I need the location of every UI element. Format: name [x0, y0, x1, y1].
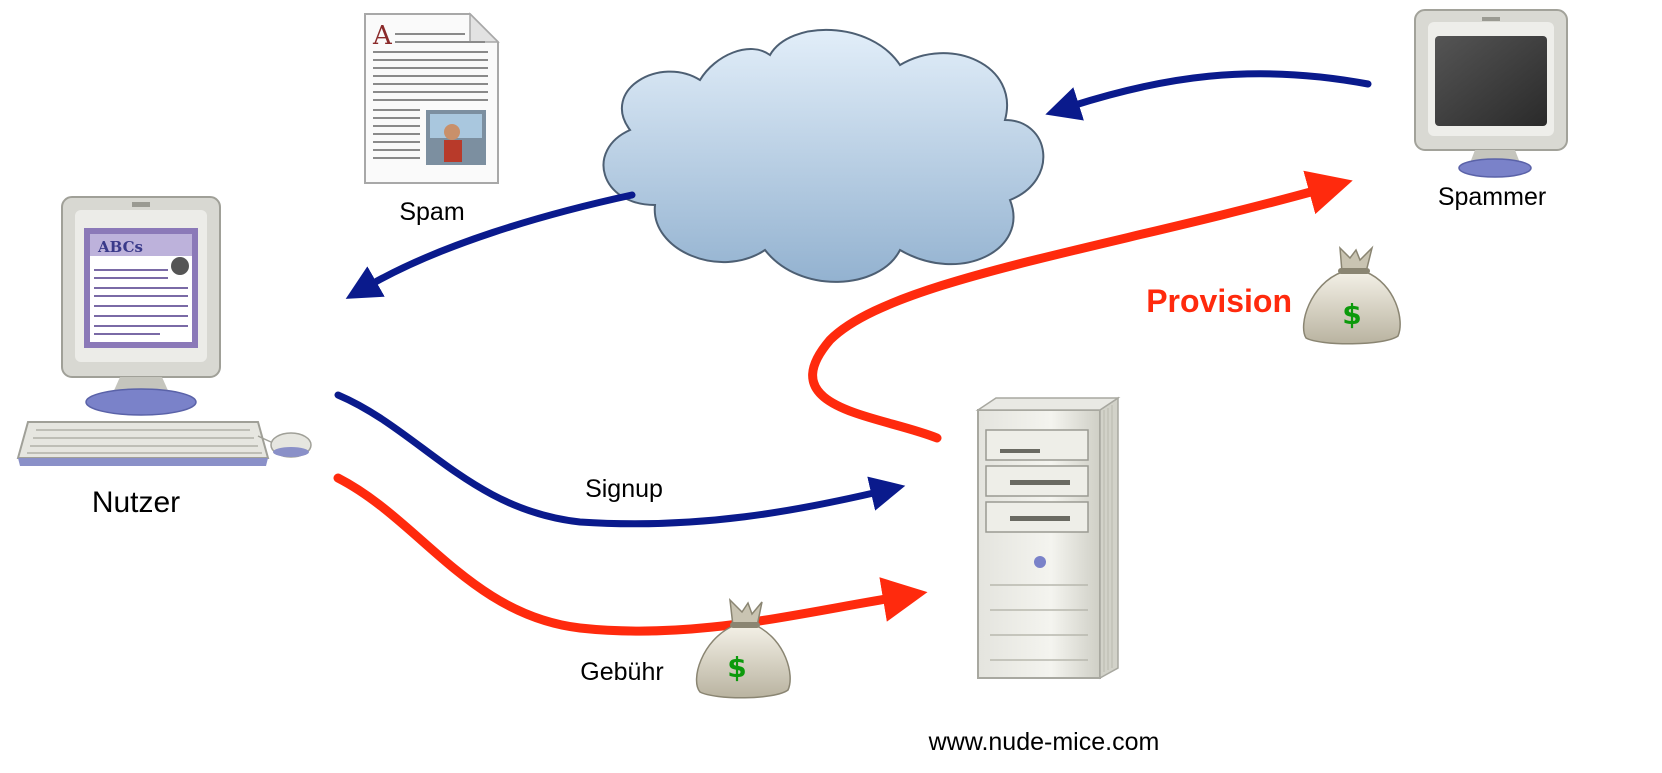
spam-label: Spam — [399, 198, 464, 226]
signup-label: Signup — [585, 475, 663, 503]
svg-text:ABCs: ABCs — [97, 238, 143, 256]
server-label: www.nude-mice.com — [928, 728, 1160, 756]
dollar-symbol: $ — [727, 651, 746, 684]
gebuehr-label: Gebühr — [580, 658, 663, 686]
spam-deliver-arrow — [345, 191, 636, 299]
money-bag-icon: $ — [1302, 245, 1401, 345]
gebuehr-arrow — [333, 473, 928, 636]
provision-arrow — [808, 170, 1353, 443]
spammer-label: Spammer — [1438, 183, 1546, 211]
spam-send-arrow — [1045, 70, 1372, 121]
cloud-icon — [602, 29, 1045, 283]
desktop-computer-icon: ABCs — [16, 196, 312, 466]
provision-label: Provision — [1146, 283, 1292, 319]
document-icon: A — [364, 12, 500, 184]
nutzer-label: Nutzer — [92, 486, 180, 519]
svg-text:A: A — [372, 21, 393, 51]
dollar-symbol: $ — [1342, 298, 1361, 331]
tower-server-icon — [975, 396, 1121, 680]
crt-monitor-icon — [1414, 9, 1568, 178]
signup-arrow — [334, 391, 906, 528]
money-bag-icon: $ — [695, 597, 791, 699]
